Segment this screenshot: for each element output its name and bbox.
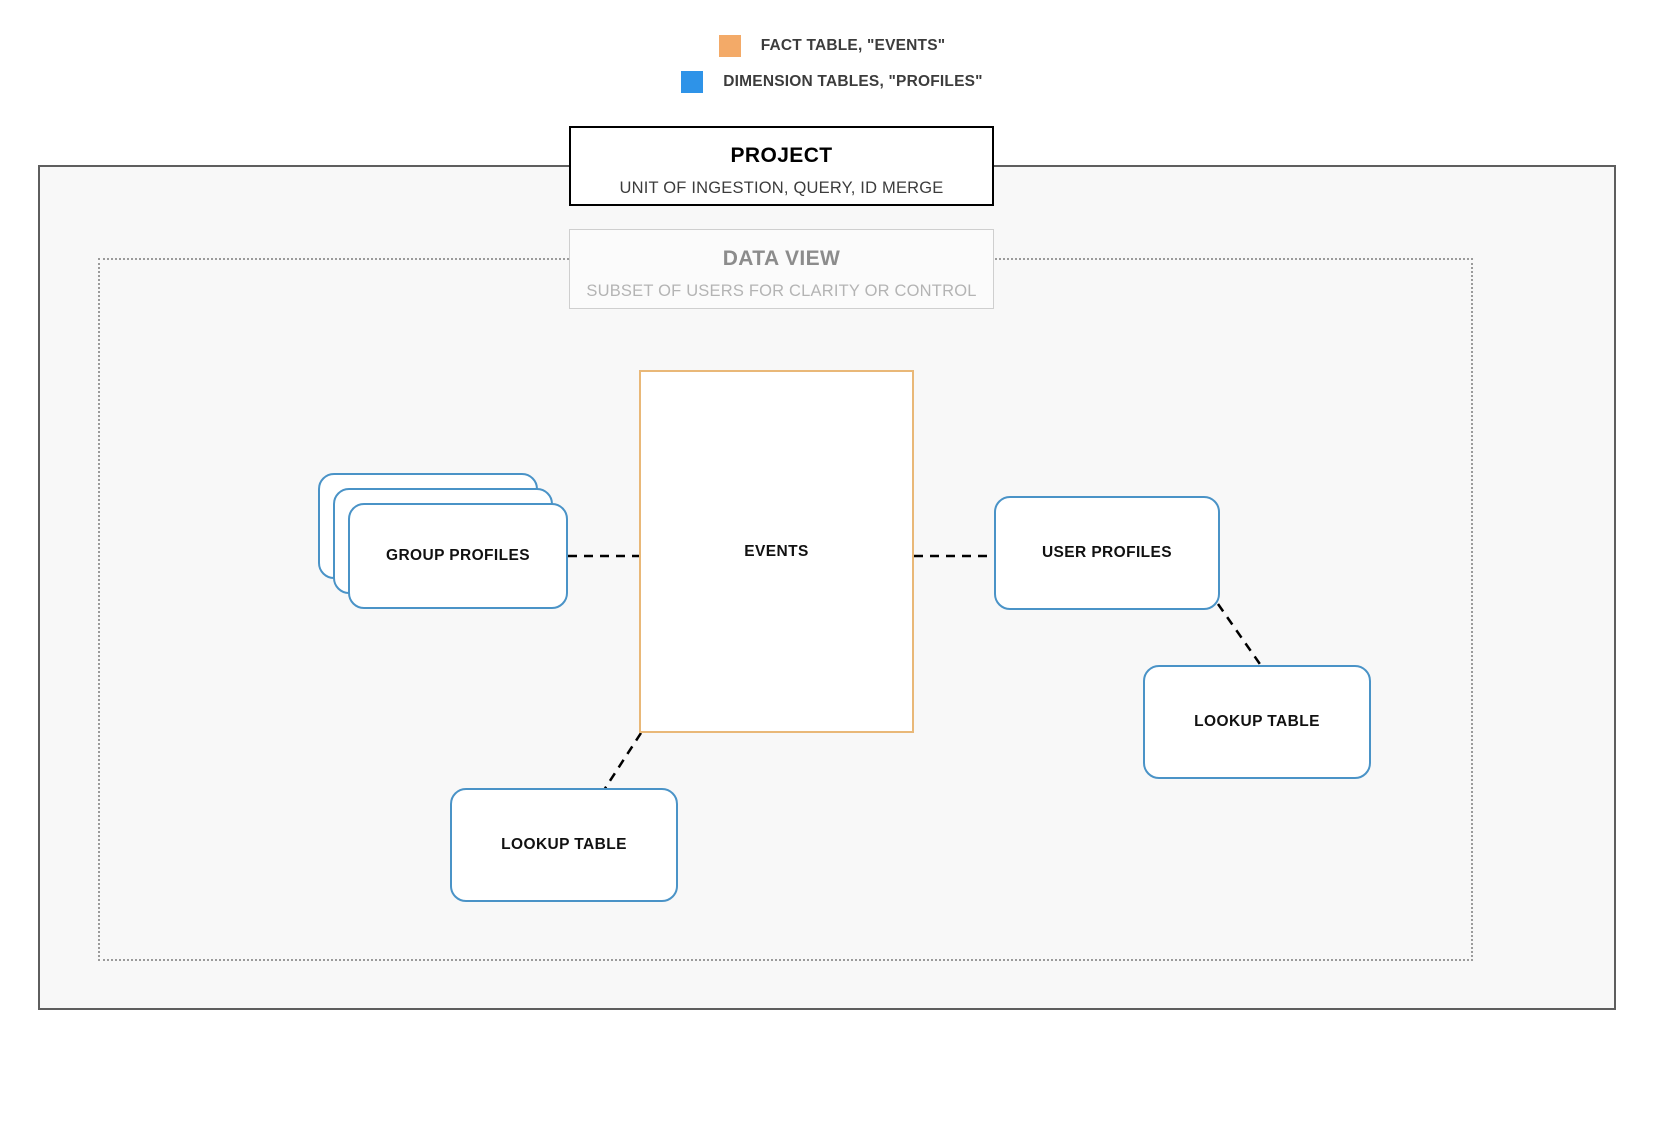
node-events-label: EVENTS — [744, 542, 809, 560]
orange-square-swatch — [718, 35, 741, 57]
node-lookup-table-left[interactable]: LOOKUP TABLE — [450, 788, 678, 902]
node-user-profiles[interactable]: USER PROFILES — [994, 496, 1220, 610]
node-group-profiles-label: GROUP PROFILES — [386, 547, 530, 564]
legend-item-dimension-tables: DIMENSION TABLES, "PROFILES" — [0, 64, 1664, 100]
data-view-title: DATA VIEW — [722, 247, 841, 270]
node-lookup-table-left-label: LOOKUP TABLE — [501, 836, 627, 853]
node-group-profiles[interactable]: GROUP PROFILES — [348, 503, 568, 609]
node-events[interactable]: EVENTS — [639, 370, 914, 733]
legend: FACT TABLE, "EVENTS" DIMENSION TABLES, "… — [0, 28, 1664, 100]
legend-label-fact-table: FACT TABLE, "EVENTS" — [760, 37, 946, 54]
legend-label-dimension-tables: DIMENSION TABLES, "PROFILES" — [723, 73, 983, 90]
project-title: PROJECT — [730, 144, 833, 167]
blue-square-swatch — [681, 71, 704, 93]
node-group-profiles-stack[interactable]: GROUP PROFILES — [318, 473, 568, 609]
project-subtitle: UNIT OF INGESTION, QUERY, ID MERGE — [619, 179, 944, 197]
data-view-title-box: DATA VIEW SUBSET OF USERS FOR CLARITY OR… — [569, 229, 994, 309]
legend-item-fact-table: FACT TABLE, "EVENTS" — [0, 28, 1664, 64]
node-lookup-table-right[interactable]: LOOKUP TABLE — [1143, 665, 1371, 779]
node-user-profiles-label: USER PROFILES — [1041, 544, 1173, 561]
data-view-subtitle: SUBSET OF USERS FOR CLARITY OR CONTROL — [586, 282, 977, 300]
project-title-box: PROJECT UNIT OF INGESTION, QUERY, ID MER… — [569, 126, 994, 206]
node-lookup-table-right-label: LOOKUP TABLE — [1194, 713, 1320, 730]
